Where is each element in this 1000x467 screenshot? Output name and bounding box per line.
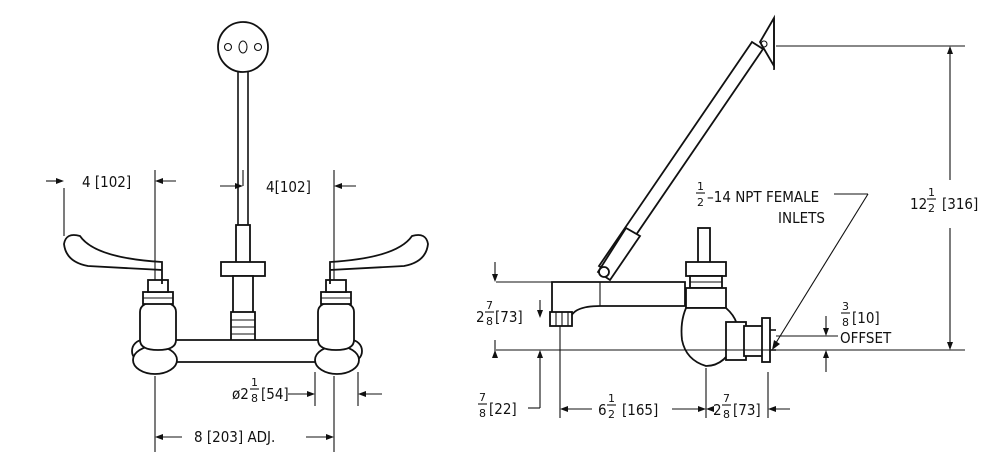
dim-reach-whole: 6 [598, 401, 607, 419]
dim-brace-den: 2 [928, 202, 935, 215]
dim-offset-caption: OFFSET [840, 329, 892, 347]
dim-body-depth: 2 7 8 [73] [713, 392, 761, 421]
right-valve [317, 301, 355, 351]
dim-body-num: 7 [723, 392, 730, 405]
dim-offset: 3 8 [10] OFFSET [840, 300, 892, 347]
dim-inlet-num: 1 [251, 376, 258, 389]
dim-right-spout: 4[102] [266, 178, 311, 196]
note-inlets: 1 2 –14 NPT FEMALE INLETS [696, 180, 825, 227]
dim-inlet-diameter: ø2 1 8 [54] [232, 376, 289, 405]
dim-drop-suffix: [22] [489, 400, 517, 418]
dim-inlet-den: 8 [251, 392, 258, 405]
wall-flange [217, 21, 269, 73]
dim-height-suffix: [73] [495, 308, 523, 326]
side-handle [697, 227, 711, 265]
dim-inlet-prefix: ø2 [232, 385, 249, 403]
dim-offset-den: 8 [842, 316, 849, 329]
dim-offset-suffix: [10] [852, 309, 880, 327]
dim-drop-den: 8 [479, 407, 486, 420]
dim-body-whole: 2 [713, 401, 722, 419]
dim-height-whole: 2 [476, 308, 485, 326]
dim-reach-den: 2 [608, 408, 615, 421]
dim-left-spout: 4 [102] [82, 173, 131, 191]
dim-reach: 6 1 2 [165] [598, 392, 658, 421]
faucet-body [131, 339, 363, 363]
dim-height-num: 7 [486, 299, 493, 312]
left-valve [139, 301, 177, 351]
note-inlets-line1: –14 NPT FEMALE [707, 188, 819, 206]
dim-inlet-suffix: [54] [261, 385, 289, 403]
front-view [46, 21, 429, 452]
right-handle [329, 234, 429, 284]
dim-brace-height: 12 1 2 [316] [910, 186, 978, 215]
dim-brace-suffix: [316] [942, 195, 978, 213]
dim-body-den: 8 [723, 408, 730, 421]
dim-centers: 8 [203] ADJ. [194, 428, 275, 446]
dim-body-suffix: [73] [733, 401, 761, 419]
dim-brace-num: 1 [928, 186, 935, 199]
dim-drop-num: 7 [479, 391, 486, 404]
note-inlets-line2: INLETS [778, 209, 825, 227]
dim-spout-height: 2 7 8 [73] [476, 299, 523, 328]
dim-reach-num: 1 [608, 392, 615, 405]
left-handle [63, 234, 163, 284]
note-inlets-num: 1 [697, 180, 704, 193]
dim-offset-num: 3 [842, 300, 849, 313]
dim-reach-suffix: [165] [622, 401, 658, 419]
dim-brace-whole: 12 [910, 195, 927, 213]
brace-nut [220, 261, 266, 277]
dim-outlet-drop: 7 8 [22] [478, 391, 517, 420]
dim-height-den: 8 [486, 315, 493, 328]
note-inlets-den: 2 [697, 196, 704, 209]
side-view [492, 14, 965, 418]
